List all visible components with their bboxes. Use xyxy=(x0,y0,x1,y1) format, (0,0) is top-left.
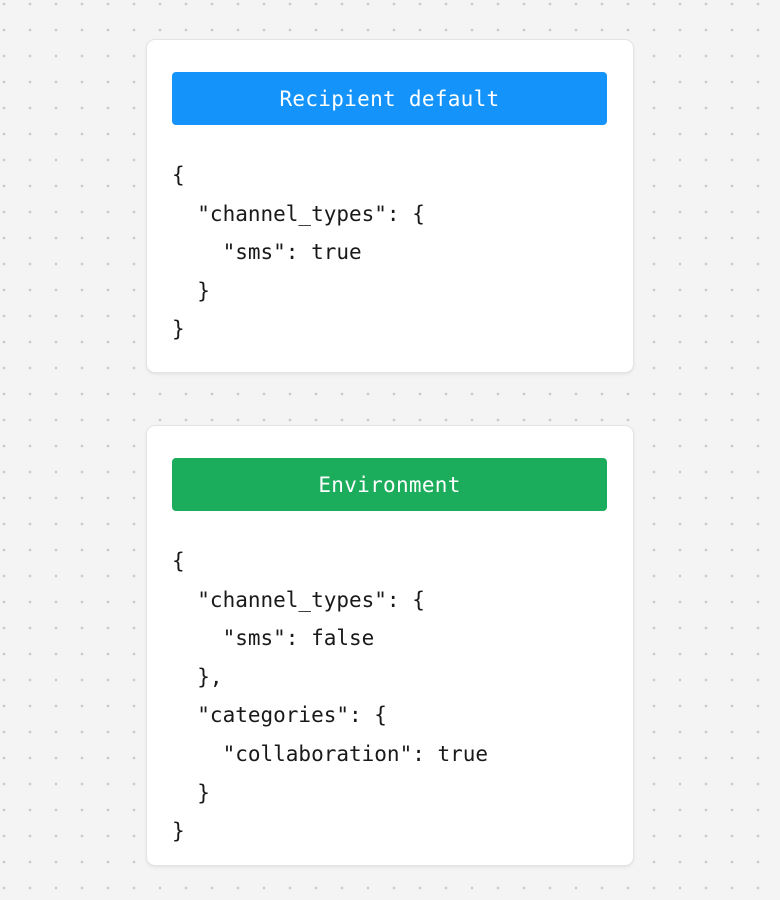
card-header-recipient-default: Recipient default xyxy=(172,72,607,125)
card-header-environment: Environment xyxy=(172,458,607,511)
json-body-recipient-default: { "channel_types": { "sms": true } } xyxy=(172,163,425,342)
card-recipient-default: Recipient default { "channel_types": { "… xyxy=(146,39,634,373)
json-body-environment: { "channel_types": { "sms": false }, "ca… xyxy=(172,549,489,844)
card-environment: Environment { "channel_types": { "sms": … xyxy=(146,425,634,866)
